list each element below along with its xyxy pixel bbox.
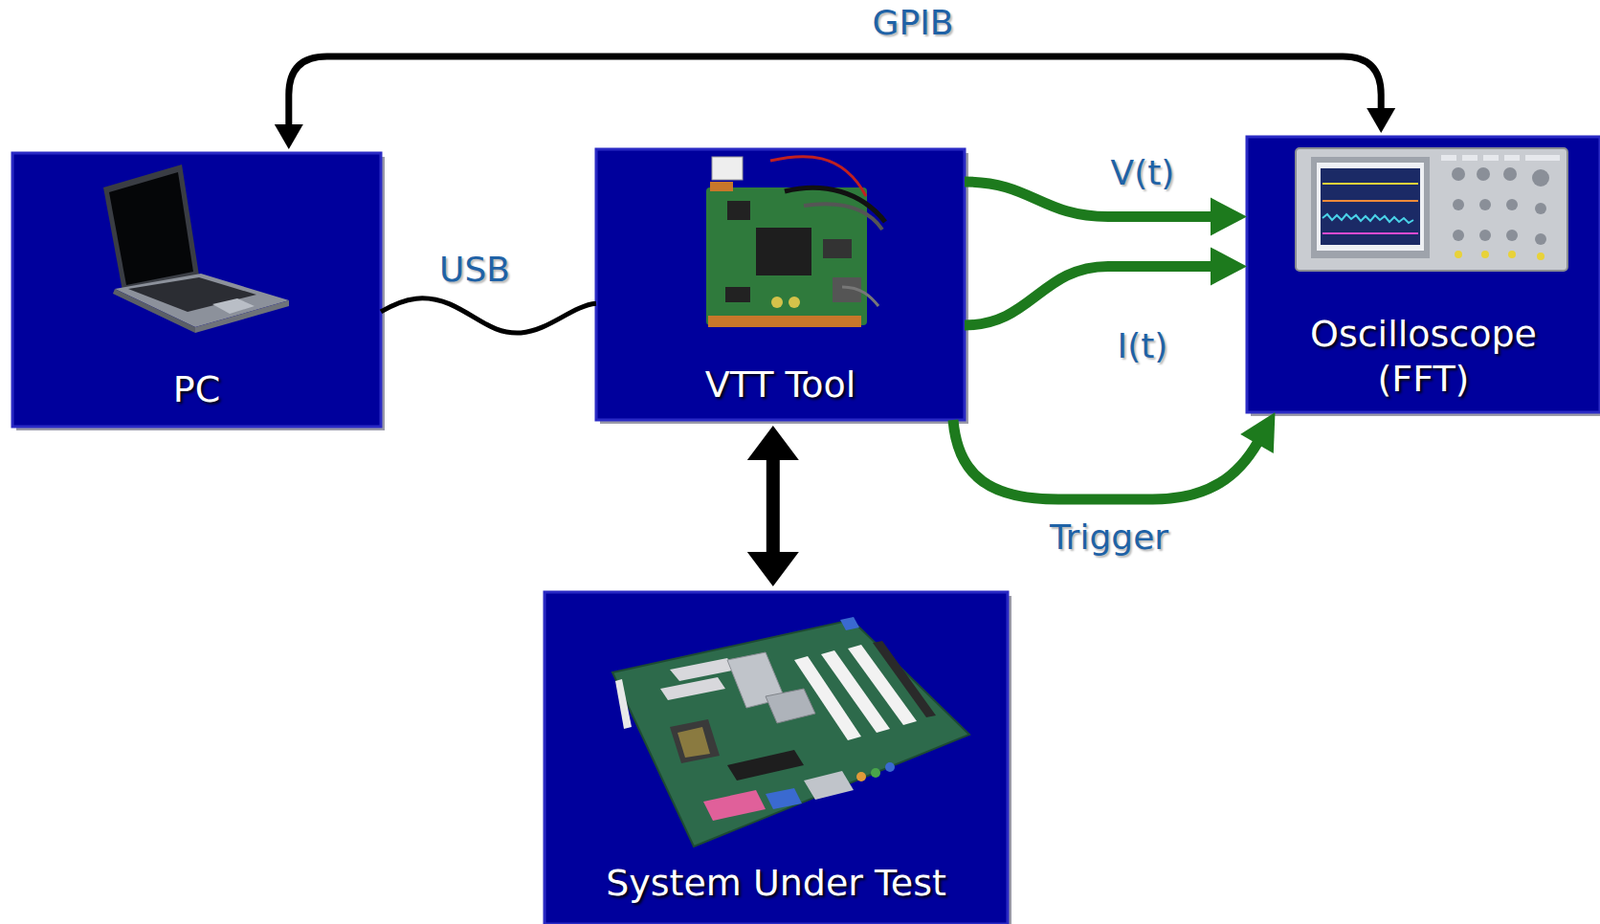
connector xyxy=(274,56,1396,150)
signal-label: I(t) xyxy=(1113,326,1173,366)
arrow-head xyxy=(1240,412,1275,454)
signal-label: USB xyxy=(435,249,514,289)
box-title: PC xyxy=(173,367,221,412)
arrow-head xyxy=(274,124,304,150)
laptop-illustration xyxy=(103,164,289,334)
device-box: VTT Tool xyxy=(596,149,965,421)
box-fill xyxy=(1246,136,1600,413)
connector-line xyxy=(953,420,1259,500)
device-box: System Under Test xyxy=(544,592,1008,924)
box-fill xyxy=(544,592,1008,924)
signal-label: Trigger xyxy=(1045,517,1173,557)
oscilloscope-illustration xyxy=(1295,148,1568,271)
box-fill xyxy=(596,149,965,421)
arrow-head xyxy=(1210,246,1247,286)
connector xyxy=(964,181,1247,237)
box-title: System Under Test xyxy=(605,861,947,906)
connector-line xyxy=(288,56,1381,125)
signal-label: V(t) xyxy=(1107,153,1179,193)
connector-line xyxy=(964,266,1213,326)
box-title: Oscilloscope (FFT) xyxy=(1280,311,1568,401)
device-box: Oscilloscope (FFT) xyxy=(1246,136,1600,413)
arrow-head xyxy=(1366,108,1396,134)
connector xyxy=(747,425,800,587)
connector-line xyxy=(380,298,597,334)
vtt-board-illustration xyxy=(706,156,886,328)
signal-label: GPIB xyxy=(868,2,958,43)
arrow-head xyxy=(1210,198,1247,237)
connector-line xyxy=(766,458,780,555)
connector xyxy=(380,298,597,334)
arrow-head xyxy=(747,552,800,587)
box-title: VTT Tool xyxy=(705,362,857,407)
device-box: PC xyxy=(12,153,381,427)
connector xyxy=(953,412,1276,500)
motherboard-illustration xyxy=(612,617,970,847)
arrow-head xyxy=(747,425,800,461)
connector xyxy=(964,246,1247,326)
box-fill xyxy=(12,153,381,427)
